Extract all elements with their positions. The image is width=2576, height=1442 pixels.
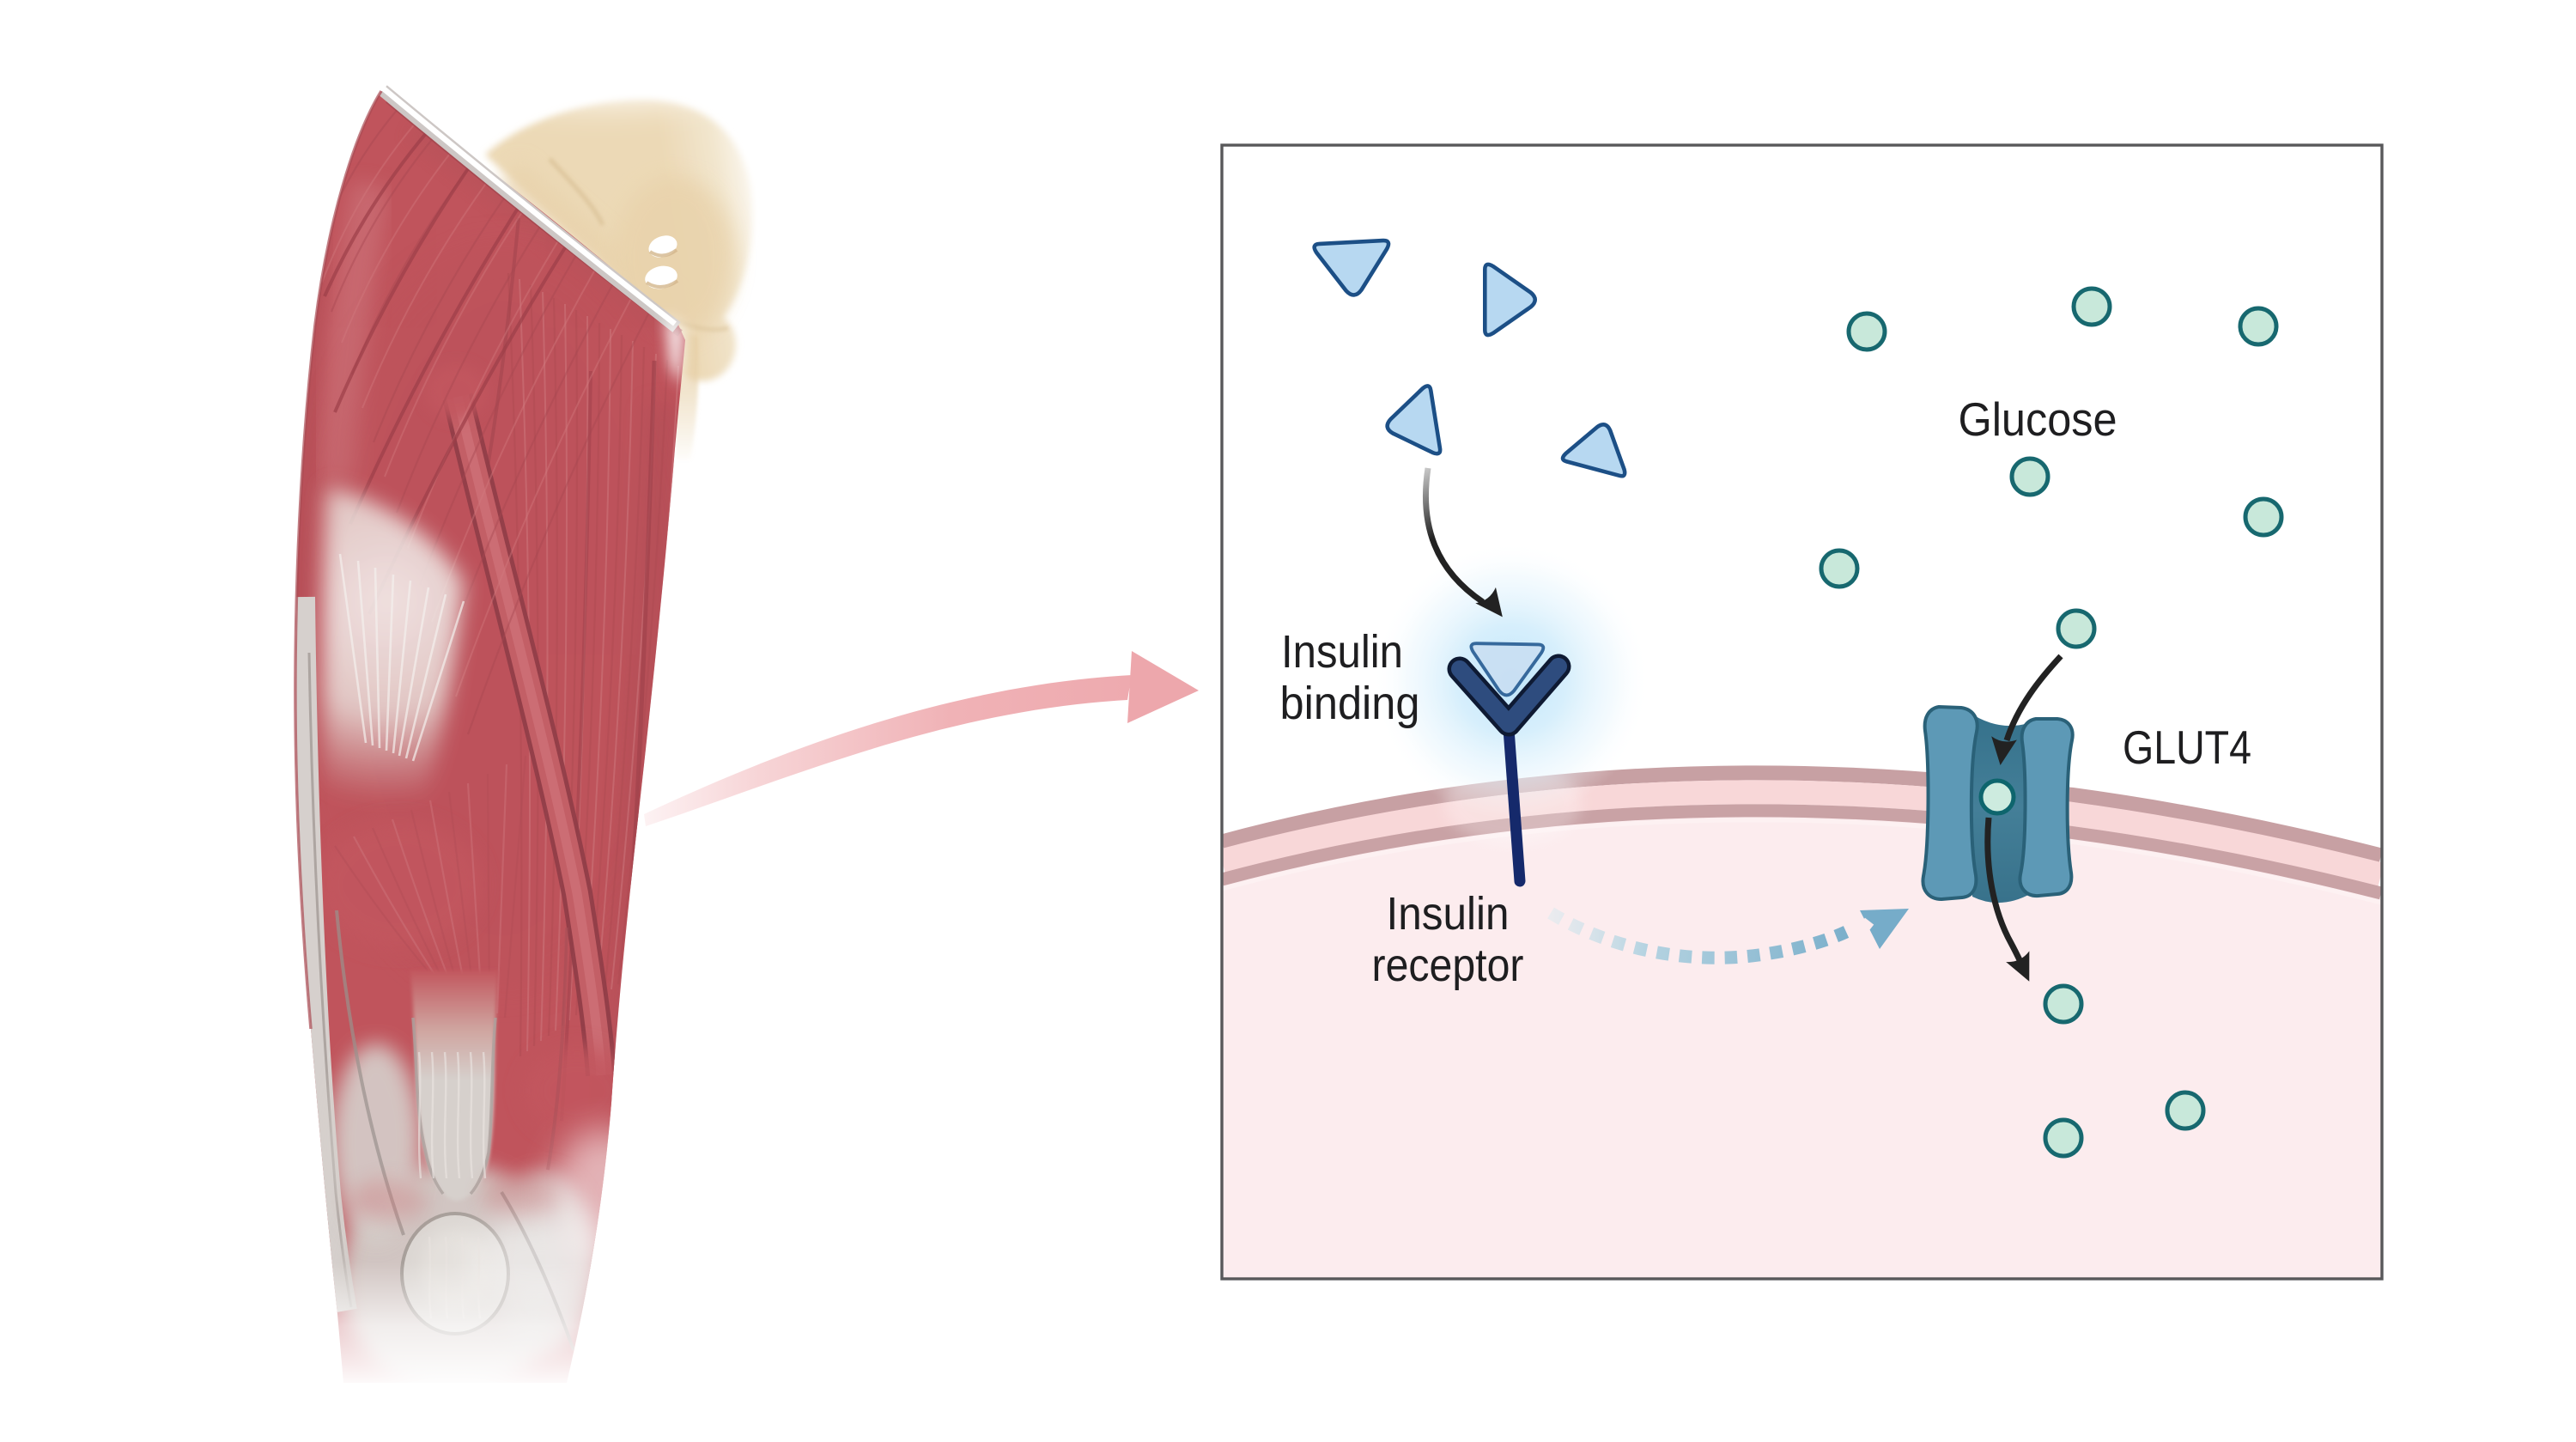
svg-text:Glucose: Glucose xyxy=(1959,392,2117,446)
svg-text:binding: binding xyxy=(1280,678,1420,729)
svg-text:Insulin: Insulin xyxy=(1281,626,1403,678)
svg-text:GLUT4: GLUT4 xyxy=(2123,721,2251,774)
svg-text:Insulin: Insulin xyxy=(1387,888,1510,940)
svg-text:receptor: receptor xyxy=(1372,940,1524,991)
